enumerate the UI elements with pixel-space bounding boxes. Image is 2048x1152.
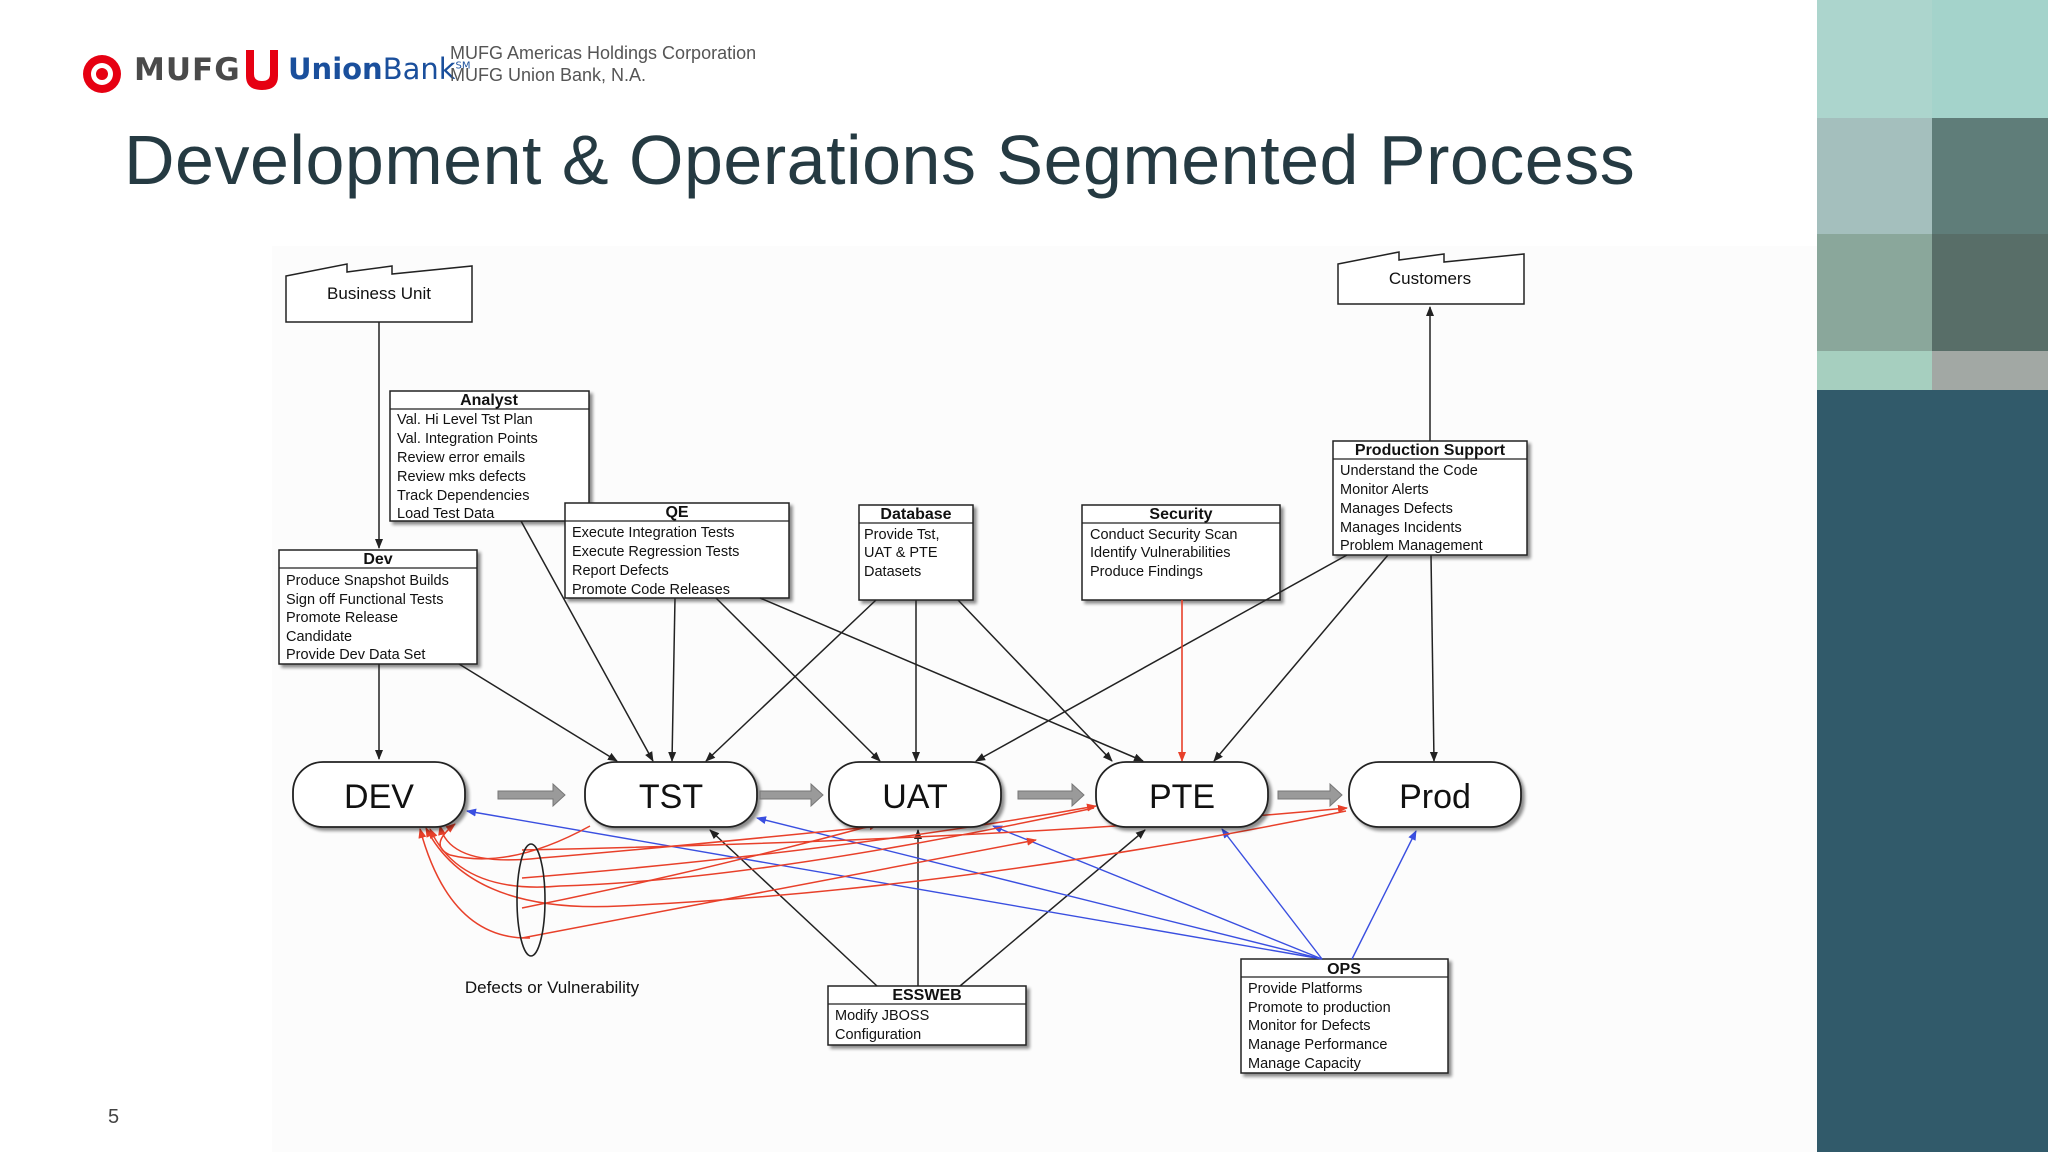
defects-bundle-ellipse <box>516 843 546 957</box>
mufg-wordmark: MUFG <box>134 52 241 88</box>
prod-support-line-2: Monitor Alerts <box>1340 482 1429 498</box>
prod-support-line-1: Understand the Code <box>1340 463 1478 479</box>
security-title: Security <box>1149 506 1212 523</box>
dev-role-title: Dev <box>363 551 392 568</box>
database-title: Database <box>880 506 951 523</box>
dev-role-line-3: Promote Release <box>286 610 398 626</box>
prod-support-line-4: Manages Incidents <box>1340 520 1462 536</box>
ops-title: OPS <box>1327 961 1361 978</box>
dev-role-line-2: Sign off Functional Tests <box>286 592 443 608</box>
essweb-title: ESSWEB <box>892 987 961 1004</box>
analyst-box <box>389 390 590 522</box>
security-box <box>1081 504 1281 601</box>
stage-prod <box>1348 761 1522 828</box>
analyst-line-3: Review error emails <box>397 450 525 466</box>
company-logo: MUFG UnionBankSM <box>80 44 780 94</box>
ops-line-1: Provide Platforms <box>1248 981 1362 997</box>
analyst-line-5: Track Dependencies <box>397 488 529 504</box>
qe-box <box>564 502 790 599</box>
stage-pte-label: PTE <box>1149 778 1215 816</box>
qe-line-4: Promote Code Releases <box>572 582 730 598</box>
defects-label: Defects or Vulnerability <box>465 978 640 997</box>
security-line-3: Produce Findings <box>1090 564 1203 580</box>
corp-line-2: MUFG Union Bank, N.A. <box>450 65 647 85</box>
stage-pte <box>1095 761 1269 828</box>
dev-role-line-1: Produce Snapshot Builds <box>286 573 449 589</box>
ops-line-2: Promote to production <box>1248 1000 1391 1016</box>
qe-title: QE <box>665 504 688 521</box>
qe-line-1: Execute Integration Tests <box>572 525 735 541</box>
production-support-box <box>1332 440 1528 556</box>
page-title: Development & Operations Segmented Proce… <box>124 121 1636 199</box>
stage-uat <box>828 761 1002 828</box>
database-line-3: Datasets <box>864 564 921 580</box>
corporate-names: MUFG Americas Holdings Corporation MUFG … <box>450 42 756 86</box>
customers-node: Customers <box>1337 251 1525 305</box>
customers-label: Customers <box>1389 269 1471 288</box>
security-line-1: Conduct Security Scan <box>1090 527 1238 543</box>
unionbank-wordmark: UnionBankSM <box>288 52 471 86</box>
dev-role-box <box>278 549 478 665</box>
unionbank-logo-icon <box>246 50 278 90</box>
page-number: 5 <box>108 1106 120 1128</box>
ops-line-5: Manage Capacity <box>1248 1056 1362 1072</box>
ops-line-3: Monitor for Defects <box>1248 1018 1371 1034</box>
database-line-1: Provide Tst, <box>864 527 940 543</box>
prod-support-line-5: Problem Management <box>1340 538 1483 554</box>
stage-uat-label: UAT <box>882 778 947 816</box>
stage-dev <box>292 761 466 828</box>
dev-role-line-5: Provide Dev Data Set <box>286 647 425 663</box>
production-support-title: Production Support <box>1355 442 1506 459</box>
corp-line-1: MUFG Americas Holdings Corporation <box>450 43 757 63</box>
analyst-line-1: Val. Hi Level Tst Plan <box>397 412 533 428</box>
business-unit-label: Business Unit <box>327 284 431 303</box>
stage-dev-label: DEV <box>344 778 414 816</box>
stage-flow-arrows <box>497 782 1343 808</box>
analyst-line-4: Review mks defects <box>397 469 526 485</box>
database-box <box>858 504 974 601</box>
ops-line-4: Manage Performance <box>1248 1037 1387 1053</box>
dev-role-line-4: Candidate <box>286 629 352 645</box>
essweb-line-2: Configuration <box>835 1027 921 1043</box>
mufg-logo-icon <box>83 55 121 93</box>
decorative-side-panel <box>1817 0 2048 1152</box>
qe-line-2: Execute Regression Tests <box>572 544 739 560</box>
stage-prod-label: Prod <box>1399 778 1471 816</box>
prod-support-line-3: Manages Defects <box>1340 501 1453 517</box>
stage-tst <box>584 761 758 828</box>
essweb-line-1: Modify JBOSS <box>835 1008 929 1024</box>
ops-box <box>1240 958 1449 1074</box>
qe-line-3: Report Defects <box>572 563 669 579</box>
database-line-2: UAT & PTE <box>864 545 938 561</box>
security-line-2: Identify Vulnerabilities <box>1090 545 1231 561</box>
stage-tst-label: TST <box>639 778 703 816</box>
analyst-line-2: Val. Integration Points <box>397 431 538 447</box>
essweb-box <box>827 985 1027 1046</box>
analyst-title: Analyst <box>460 392 518 409</box>
analyst-line-6: Load Test Data <box>397 506 495 522</box>
business-unit-node: Business Unit <box>285 263 473 323</box>
